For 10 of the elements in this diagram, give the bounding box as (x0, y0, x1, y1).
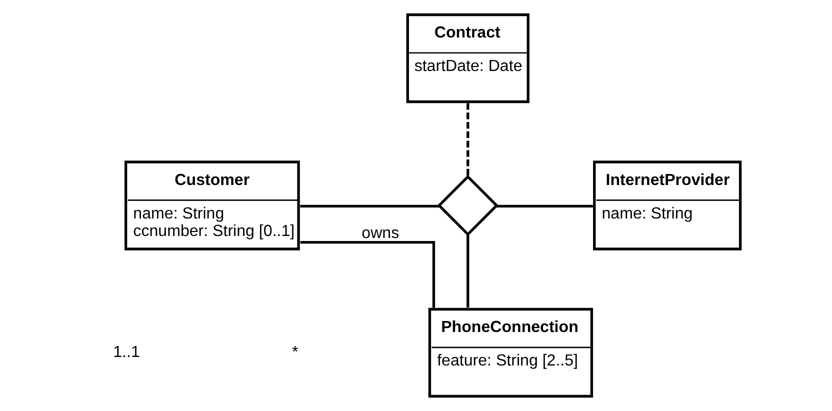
node-diamond (437, 174, 499, 236)
label: * (292, 342, 298, 361)
connector (300, 204, 440, 208)
connector (466, 234, 470, 308)
connector (300, 240, 436, 308)
connector (466, 103, 470, 177)
edge-label: owns (362, 224, 400, 242)
node-box: Contract startDate: Date (406, 13, 530, 104)
label: 1..1 (113, 342, 140, 361)
connector (496, 204, 593, 208)
